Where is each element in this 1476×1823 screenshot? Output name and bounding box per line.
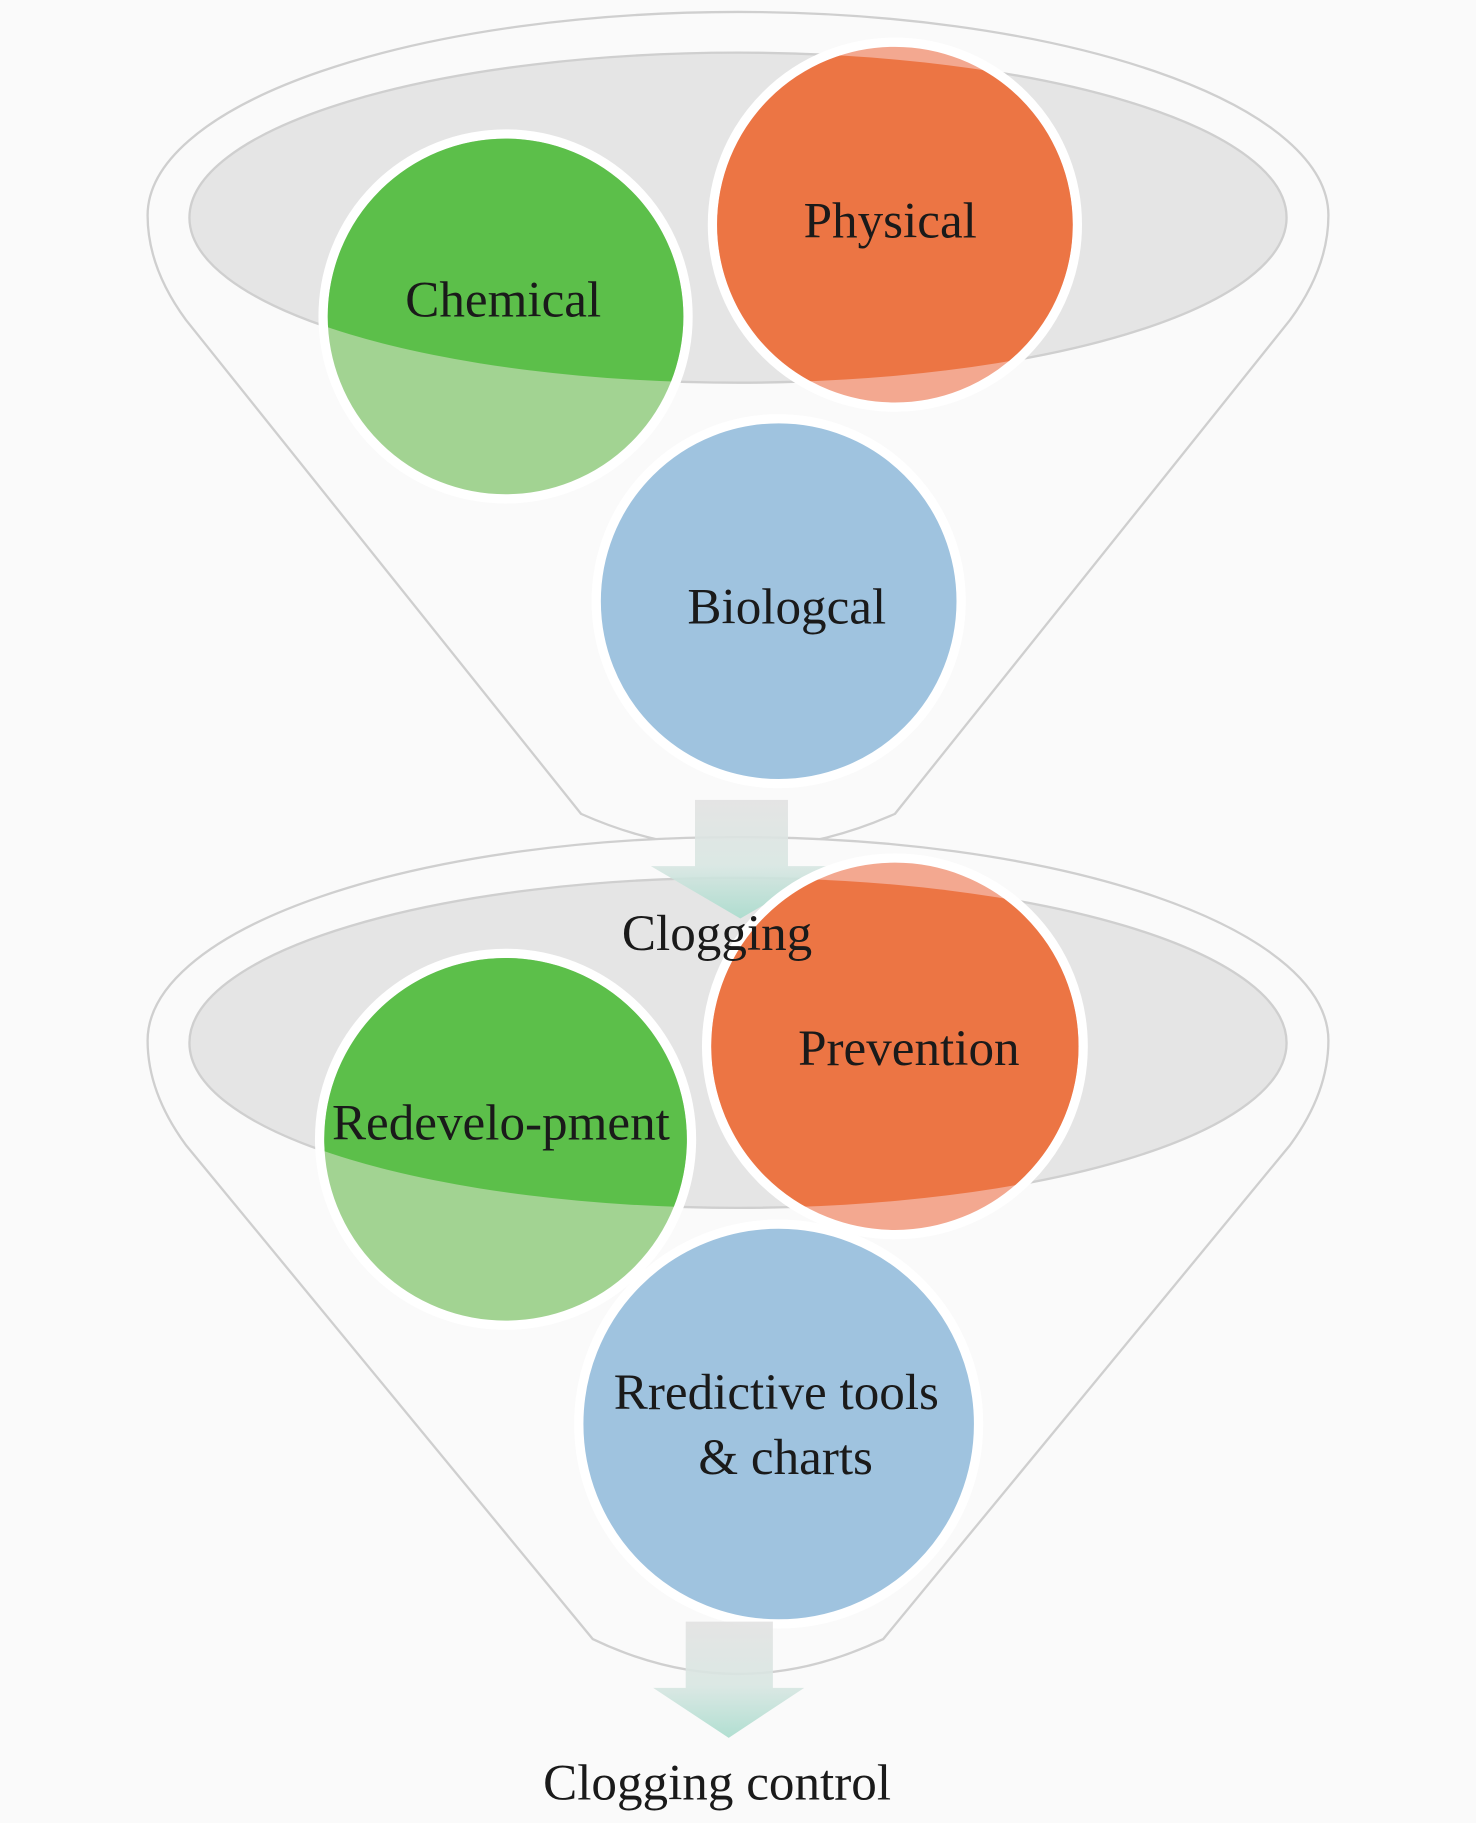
circle-predictive-tools: Rredictive tools & charts [574, 1219, 984, 1629]
circle-redevelopment: Redevelo-pment [314, 948, 697, 1330]
label-predictive-line2: & charts [698, 1429, 873, 1486]
arrow-down-icon [653, 1621, 805, 1738]
label-redevelopment: Redevelo-pment [332, 1094, 670, 1151]
label-predictive-line1: Rredictive tools [614, 1364, 939, 1421]
label-biological: Biologcal [687, 578, 886, 635]
label-chemical: Chemical [405, 271, 601, 328]
label-clogging-control: Clogging control [543, 1754, 891, 1811]
label-physical: Physical [804, 192, 977, 249]
circle-chemical: Chemical [318, 129, 693, 504]
circle-physical: Physical [707, 37, 1083, 412]
circle-biological: Biologcal [591, 414, 966, 789]
label-prevention: Prevention [798, 1020, 1020, 1077]
label-clogging: Clogging [622, 905, 812, 962]
circle-prevention: Prevention [701, 853, 1088, 1240]
